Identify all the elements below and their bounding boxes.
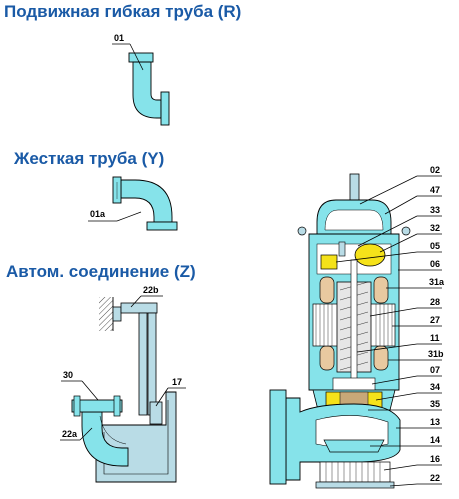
callout-02: 02	[430, 165, 440, 175]
callout-28: 28	[430, 297, 440, 307]
rigid-pipe-elbow	[112, 176, 178, 231]
callout-06: 06	[430, 259, 440, 269]
callout-leader-22a	[79, 427, 93, 441]
callout-31b: 31b	[428, 349, 444, 359]
flexible-pipe-elbow	[128, 52, 170, 126]
callout-leader-01	[129, 43, 144, 71]
pump-cross-section	[269, 173, 411, 489]
callout-01a: 01a	[90, 209, 106, 219]
callout-34: 34	[430, 382, 440, 392]
callout-35: 35	[430, 399, 440, 409]
callout-14: 14	[430, 435, 440, 445]
callout-11: 11	[430, 333, 440, 343]
callout-leader-01a	[116, 211, 142, 222]
callout-17: 17	[172, 377, 182, 387]
callout-22: 22	[430, 473, 440, 483]
callout-13: 13	[430, 417, 440, 427]
heading-auto-coupling: Автом. соединение (Z)	[6, 262, 196, 281]
heading-flexible-pipe: Подвижная гибкая труба (R)	[4, 2, 242, 21]
callout-05: 05	[430, 241, 440, 251]
callout-47: 47	[430, 185, 440, 195]
callout-leader-17	[155, 387, 169, 407]
callout-16: 16	[430, 454, 440, 464]
heading-rigid-pipe: Жесткая труба (Y)	[14, 149, 165, 168]
callout-32: 32	[430, 223, 440, 233]
callout-01: 01	[114, 33, 124, 43]
callout-leader-30	[81, 380, 99, 401]
auto-coupling-drawing	[71, 297, 177, 483]
callout-leader-22b	[130, 295, 142, 308]
pump-callouts: 02 47 33 32 05 06 31a 28 27 11 31b 07 34…	[335, 165, 445, 487]
callout-33: 33	[430, 205, 440, 215]
callout-27: 27	[430, 315, 440, 325]
callout-31a: 31a	[429, 277, 445, 287]
callout-07: 07	[430, 365, 440, 375]
callout-30: 30	[63, 370, 73, 380]
callout-22b: 22b	[143, 285, 159, 295]
callout-22a: 22a	[62, 429, 78, 439]
